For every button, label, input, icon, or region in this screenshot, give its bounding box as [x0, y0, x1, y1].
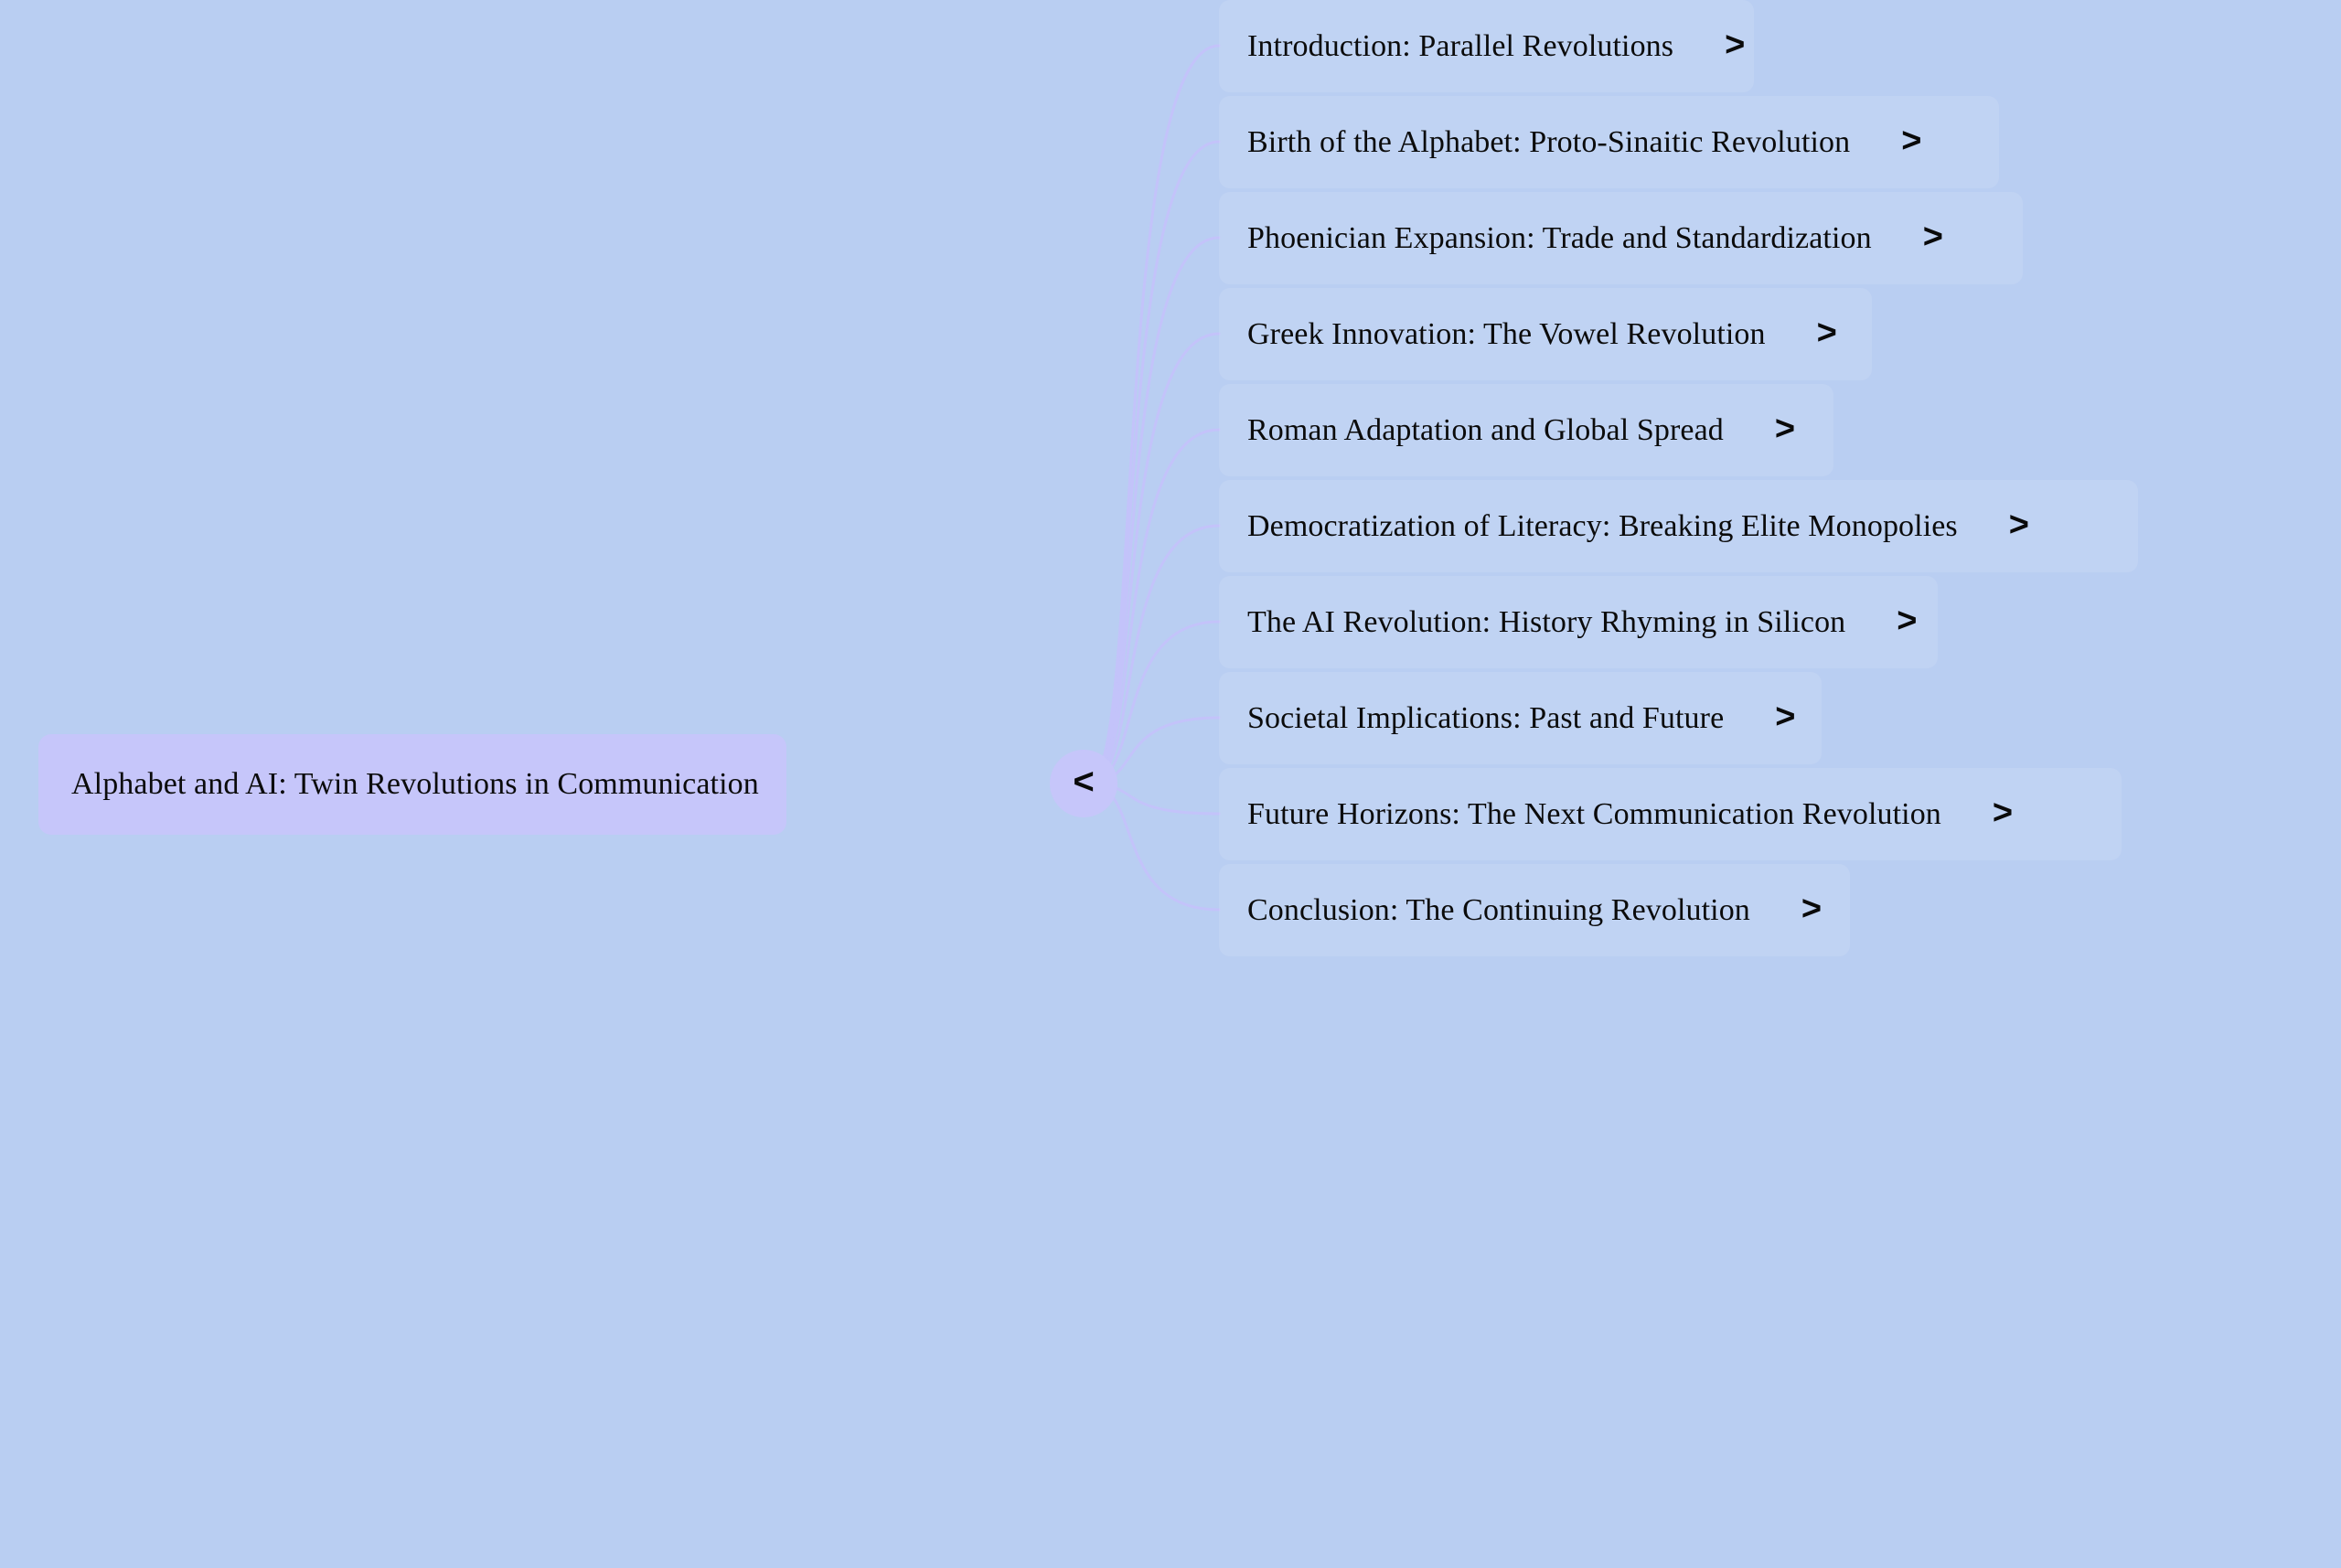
child-node[interactable]: Societal Implications: Past and Future >: [1219, 672, 1822, 764]
child-node-label: Societal Implications: Past and Future: [1247, 700, 1725, 735]
root-node-label: Alphabet and AI: Twin Revolutions in Com…: [71, 767, 759, 801]
connector-line: [1086, 140, 1221, 785]
child-node-label: Future Horizons: The Next Communication …: [1247, 796, 1941, 831]
chevron-right-icon[interactable]: >: [1901, 121, 1922, 160]
child-node[interactable]: Future Horizons: The Next Communication …: [1219, 768, 2122, 860]
child-node[interactable]: Conclusion: The Continuing Revolution >: [1219, 864, 1850, 956]
chevron-right-icon[interactable]: >: [1992, 793, 2014, 832]
child-node[interactable]: The AI Revolution: History Rhyming in Si…: [1219, 576, 1938, 668]
child-node-label: Democratization of Literacy: Breaking El…: [1247, 508, 1958, 543]
chevron-right-icon[interactable]: >: [1816, 313, 1837, 352]
child-node[interactable]: Birth of the Alphabet: Proto-Sinaitic Re…: [1219, 96, 1999, 188]
chevron-right-icon[interactable]: >: [1897, 601, 1918, 640]
children-column: Introduction: Parallel Revolutions > Birth…: [1219, 0, 2341, 1568]
child-node-label: Birth of the Alphabet: Proto-Sinaitic Re…: [1247, 124, 1851, 159]
chevron-right-icon[interactable]: >: [1801, 889, 1823, 928]
chevron-right-icon[interactable]: >: [2008, 505, 2029, 544]
chevron-right-icon[interactable]: >: [1725, 25, 1746, 64]
child-node-label: Conclusion: The Continuing Revolution: [1247, 892, 1750, 927]
root-collapse-toggle[interactable]: <: [1050, 750, 1117, 817]
connector-line: [1086, 236, 1221, 785]
child-node-label: Roman Adaptation and Global Spread: [1247, 412, 1724, 447]
connector-line: [1086, 524, 1221, 785]
chevron-right-icon[interactable]: >: [1775, 697, 1796, 736]
child-node-label: Greek Innovation: The Vowel Revolution: [1247, 316, 1766, 351]
root-node[interactable]: Alphabet and AI: Twin Revolutions in Com…: [38, 734, 786, 835]
child-node[interactable]: Introduction: Parallel Revolutions >: [1219, 0, 1754, 92]
child-node-label: Phoenician Expansion: Trade and Standard…: [1247, 220, 1872, 255]
chevron-right-icon[interactable]: >: [1922, 217, 1943, 256]
child-node-label: Introduction: Parallel Revolutions: [1247, 28, 1674, 63]
child-node[interactable]: Phoenician Expansion: Trade and Standard…: [1219, 192, 2023, 284]
child-node[interactable]: Roman Adaptation and Global Spread >: [1219, 384, 1833, 476]
child-node[interactable]: Greek Innovation: The Vowel Revolution >: [1219, 288, 1872, 380]
chevron-right-icon[interactable]: >: [1774, 409, 1796, 448]
connector-line: [1086, 44, 1221, 785]
connector-line: [1086, 428, 1221, 785]
connector-line: [1086, 332, 1221, 785]
chevron-left-icon: <: [1073, 762, 1095, 802]
child-node[interactable]: Democratization of Literacy: Breaking El…: [1219, 480, 2138, 572]
child-node-label: The AI Revolution: History Rhyming in Si…: [1247, 604, 1846, 639]
